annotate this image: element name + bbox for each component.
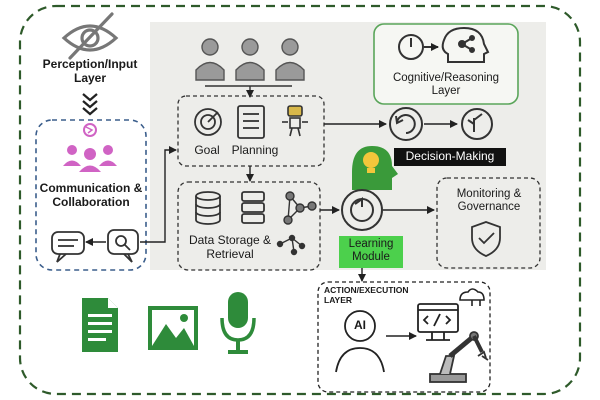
- data-storage-label: Data Storage & Retrieval: [188, 233, 272, 261]
- target-icon: [194, 108, 222, 136]
- data-storage-box: [177, 181, 321, 271]
- branch-icon: [461, 108, 493, 140]
- robot-arm-icon: [429, 331, 489, 383]
- microphone-icon: [220, 292, 256, 354]
- goal-label: Goal: [194, 143, 220, 157]
- server-icon: [241, 191, 265, 224]
- eye-off-icon: [61, 12, 119, 60]
- decision-label-bg: [394, 148, 506, 166]
- communication-to-core-arrow: [140, 146, 177, 243]
- people-group-icon: [195, 38, 305, 81]
- outer-frame: [18, 4, 582, 396]
- learning-cycle-icon: [341, 189, 383, 231]
- refresh-cycle-icon: [389, 107, 423, 141]
- network-icon: [276, 191, 317, 256]
- monitoring-label: Monitoring & Governance: [456, 188, 522, 214]
- ai-person-icon: [335, 310, 385, 373]
- action-label: ACTION/EXECUTION LAYER: [324, 285, 409, 305]
- chevron-down-icon: [82, 93, 98, 116]
- shield-check-icon: [471, 221, 501, 257]
- learning-label-bg: [339, 236, 403, 268]
- robot-icon: [282, 105, 308, 137]
- cloud-icon: [459, 288, 485, 306]
- learning-label: Learning Module: [348, 238, 394, 264]
- decision-label: Decision-Making: [405, 149, 495, 163]
- people-lightbulb-icon: [63, 123, 117, 172]
- chat-bubble-icon: [51, 231, 85, 263]
- image-icon: [148, 306, 198, 350]
- database-icon: [195, 191, 221, 225]
- search-chat-icon: [107, 229, 139, 263]
- planning-label: Planning: [231, 143, 279, 157]
- document-icon: [82, 298, 118, 352]
- brain-bulb-icon: [352, 146, 398, 190]
- head-network-icon: [398, 26, 490, 63]
- cognitive-label: Cognitive/Reasoning Layer: [392, 72, 500, 98]
- checklist-icon: [237, 105, 265, 139]
- communication-label: Communication & Collaboration: [39, 181, 143, 209]
- code-monitor-icon: [417, 303, 459, 341]
- ai-label: AI: [354, 318, 366, 332]
- perception-label: Perception/Input Layer: [42, 57, 138, 85]
